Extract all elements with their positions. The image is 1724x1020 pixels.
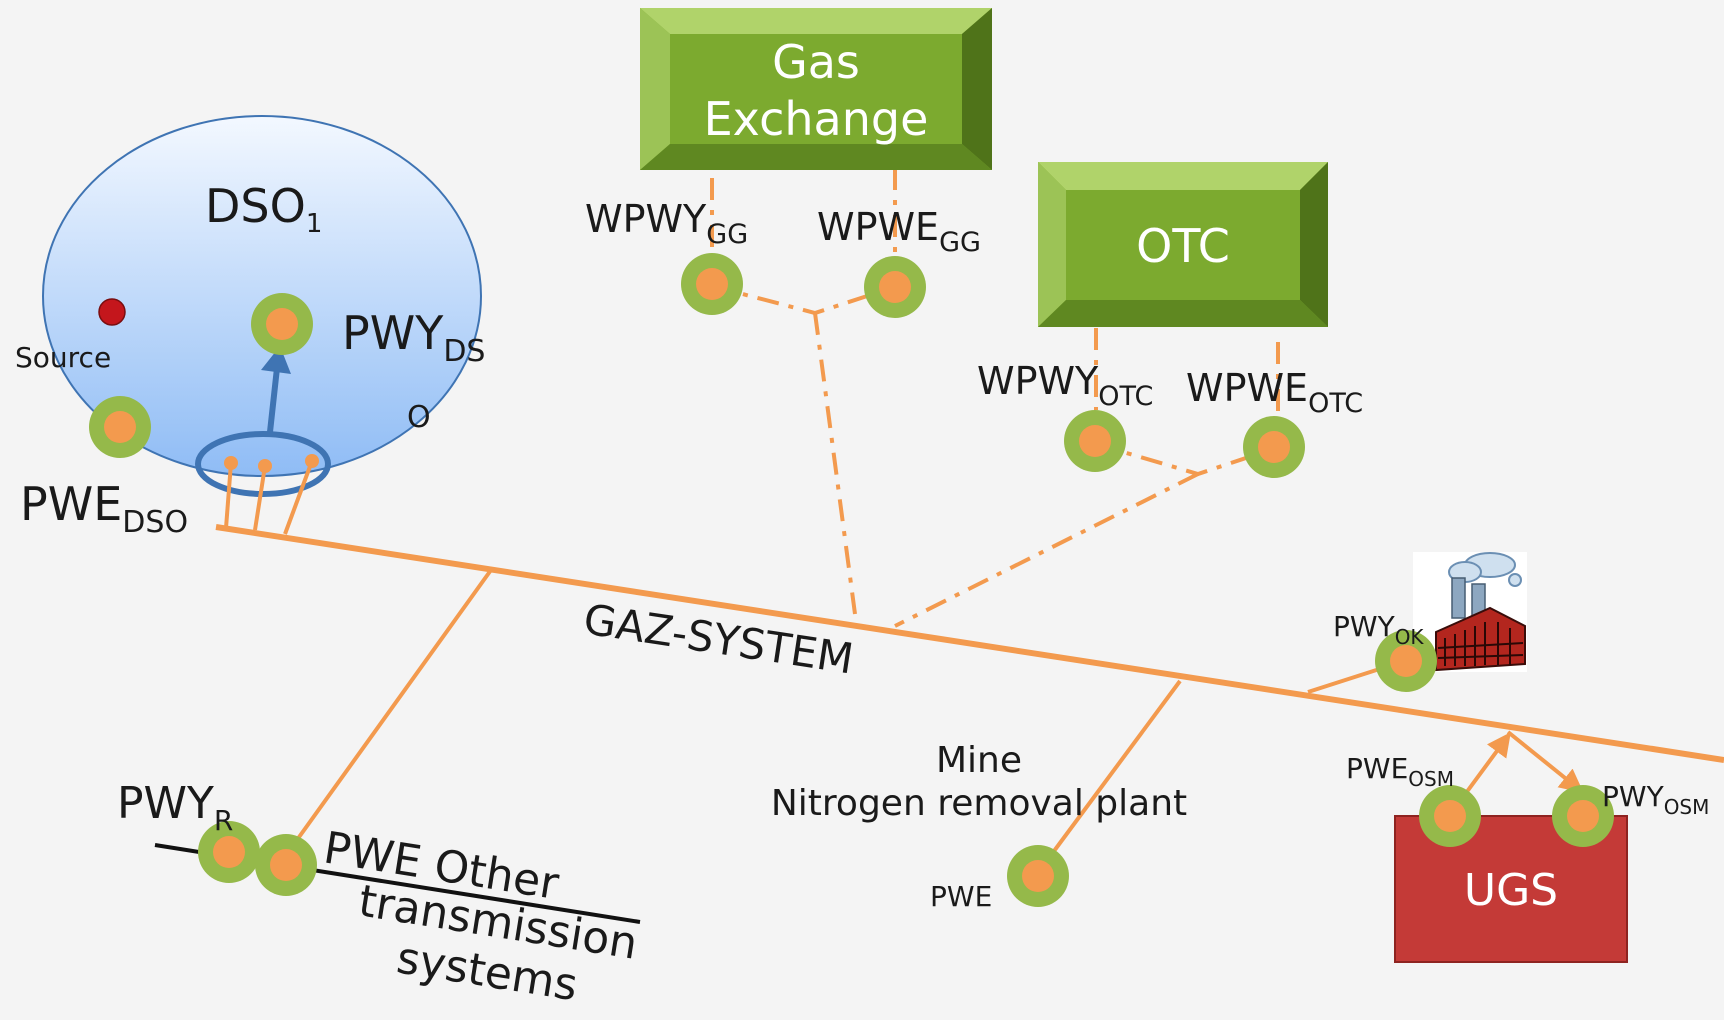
otc-box[interactable]: OTC: [1038, 162, 1328, 327]
pwe-osm-label: PWEOSM: [1346, 752, 1454, 791]
pwy-osm-label: PWYOSM: [1602, 780, 1709, 819]
wpwy-otc-label: WPWYOTC: [977, 359, 1153, 412]
wpwe-otc-label: WPWEOTC: [1186, 366, 1363, 419]
node-wpwe-gg[interactable]: [864, 256, 926, 318]
branch-to-other-systems: [282, 568, 493, 860]
source-dot-icon: [98, 298, 126, 326]
gas-exchange-box[interactable]: Gas Exchange: [640, 8, 992, 170]
node-wpwe-otc[interactable]: [1243, 416, 1305, 478]
pwe-mine-label: PWE: [930, 880, 992, 913]
node-wpwy-gg[interactable]: [681, 253, 743, 315]
node-pwe-osm[interactable]: [1419, 785, 1481, 847]
pwy-ok-label: PWYOK: [1333, 610, 1424, 649]
otc-label: OTC: [1136, 219, 1230, 273]
node-pwy-ok[interactable]: [1375, 630, 1437, 692]
ugs-arrow-out: [1506, 730, 1584, 794]
dso-label: DSO1: [205, 179, 322, 239]
up-arrow-icon: [261, 346, 291, 374]
nodes: [89, 253, 1614, 907]
dso-collector: [195, 346, 331, 535]
gas-exchange-line1: Gas: [772, 35, 860, 89]
gaz-system-label: GAZ-SYSTEM: [581, 594, 857, 683]
ugs-label: UGS: [1464, 865, 1558, 916]
node-pwe-other[interactable]: [255, 834, 317, 896]
pwe-dso-label: PWEDSO: [20, 477, 188, 540]
node-pwy-ds[interactable]: [251, 293, 313, 355]
source-label: Source: [15, 341, 111, 374]
pwy-ds-label: PWYDS: [342, 306, 485, 369]
mine-label: Mine: [936, 740, 1022, 781]
wpwy-gg-label: WPWYGG: [585, 197, 748, 250]
branch-to-mine: [1035, 679, 1182, 876]
dso-tail-label: O: [407, 400, 431, 435]
node-pwe-dso[interactable]: [89, 396, 151, 458]
wpwe-gg-label: WPWEGG: [817, 205, 981, 258]
pwy-r-label: PWYR: [117, 778, 233, 837]
node-pwe-mine[interactable]: [1007, 845, 1069, 907]
gas-exchange-line2: Exchange: [704, 92, 929, 146]
node-pwy-r[interactable]: [198, 821, 260, 883]
node-wpwy-otc[interactable]: [1064, 410, 1126, 472]
nitrogen-plant-label: Nitrogen removal plant: [771, 783, 1187, 824]
node-pwy-osm[interactable]: [1552, 785, 1614, 847]
dso-area: DSO1 O Source: [15, 115, 482, 477]
